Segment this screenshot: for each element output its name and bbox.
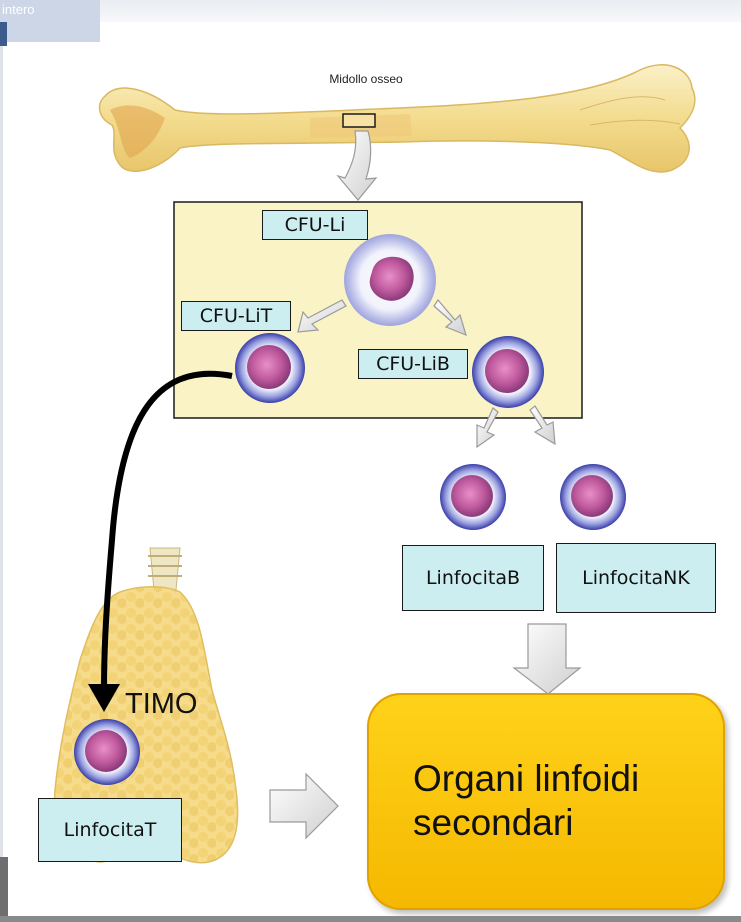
cfu-li-label: CFU-Li bbox=[262, 210, 368, 240]
linfocita-t-cell bbox=[74, 719, 140, 785]
thymus-arrowhead bbox=[88, 684, 120, 712]
thymus-label: TIMO bbox=[125, 688, 198, 720]
cfu-lib-label: CFU-LiB bbox=[358, 349, 468, 379]
cfu-lit-cell bbox=[235, 333, 305, 403]
tab-edge-accent bbox=[0, 22, 7, 46]
bone-to-marrow-arrow bbox=[336, 130, 378, 201]
linfocita-nk-label: LinfocitaNK bbox=[556, 543, 716, 613]
cfu-lit-label: CFU-LiT bbox=[181, 301, 291, 331]
bottom-left-bar bbox=[0, 857, 8, 922]
organ-line-1: Organi linfoidi bbox=[413, 758, 640, 799]
secondary-lymphoid-organs-box: Organi linfoidi secondari bbox=[367, 693, 725, 910]
to-organi-arrow-right bbox=[269, 772, 339, 840]
femur-bone bbox=[98, 64, 696, 173]
cfu-lib-cell bbox=[472, 336, 544, 408]
bottom-edge-line bbox=[0, 916, 741, 922]
secondary-lymphoid-organs-text: Organi linfoidi secondari bbox=[413, 757, 713, 846]
cfu-li-cell bbox=[344, 234, 436, 326]
linfocita-nk-cell bbox=[560, 464, 626, 530]
linfocita-t-label: LinfocitaT bbox=[38, 798, 182, 862]
window-top-bar bbox=[0, 0, 741, 22]
linfocita-b-cell bbox=[440, 464, 506, 530]
to-linfocita-b-arrow bbox=[476, 407, 499, 449]
slide-tab[interactable]: intero bbox=[0, 0, 100, 42]
left-edge bbox=[0, 46, 3, 922]
to-organi-arrow-down bbox=[512, 623, 582, 695]
to-linfocita-nk-arrow bbox=[529, 405, 556, 446]
linfocita-b-label: LinfocitaB bbox=[402, 545, 544, 611]
marrow-sample-box bbox=[342, 113, 376, 128]
cfu-lit-to-thymus-arrow bbox=[101, 370, 233, 691]
organ-line-2: secondari bbox=[413, 802, 574, 844]
slide-tab-label: intero bbox=[2, 2, 35, 17]
to-cfu-lit-arrow bbox=[297, 299, 347, 333]
bone-marrow-label: Midollo osseo bbox=[329, 72, 403, 86]
to-cfu-lib-arrow bbox=[433, 299, 467, 337]
